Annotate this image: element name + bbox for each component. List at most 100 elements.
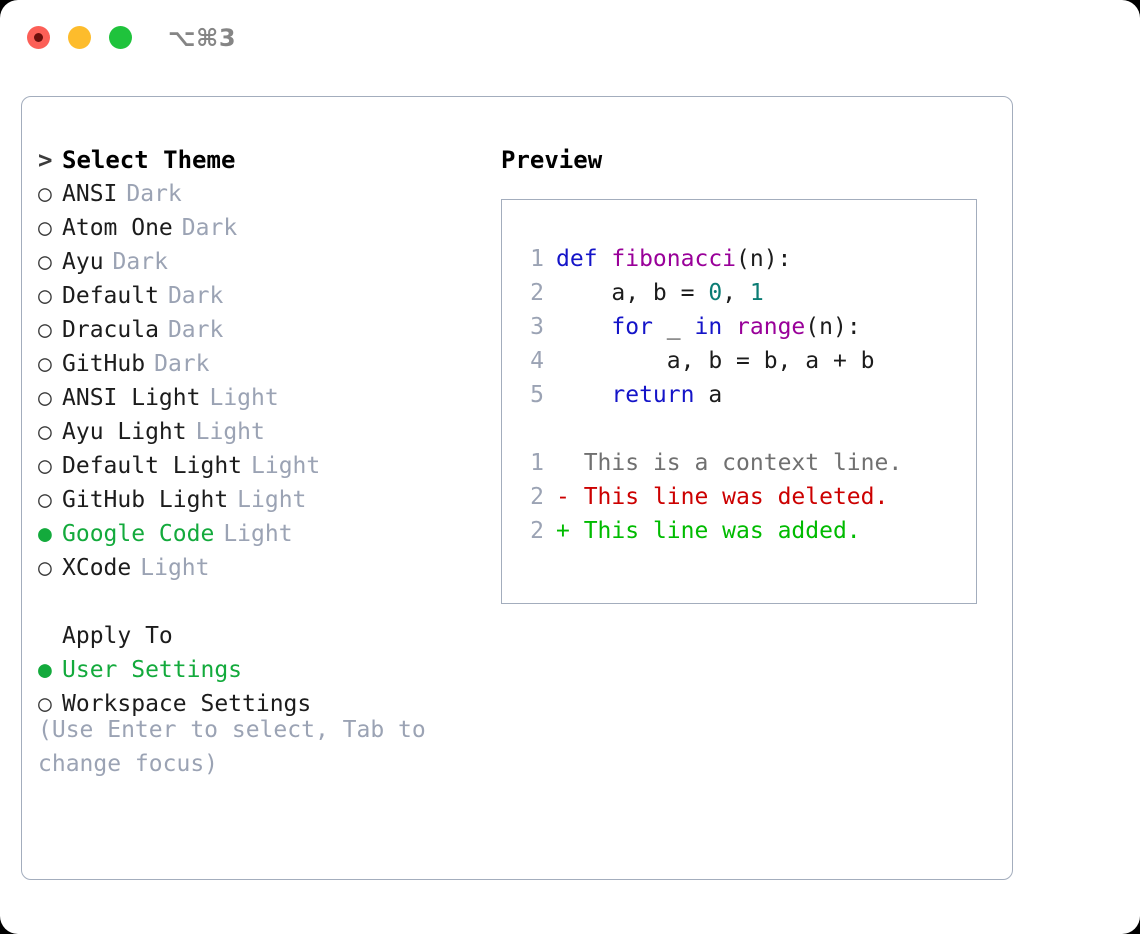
radio-unselected-icon: ○ (38, 351, 52, 377)
theme-item-variant: Light (251, 453, 321, 479)
diff-text: This is a context line. (569, 450, 903, 476)
code-token: for (611, 314, 653, 340)
window-title: ⌥⌘3 (168, 24, 237, 52)
code-line: 5 return a (502, 378, 976, 412)
line-number: 4 (530, 348, 544, 374)
theme-item-variant: Light (140, 555, 210, 581)
code-line: 3 for _ in range(n): (502, 310, 976, 344)
code-token: 1 (749, 280, 764, 306)
diff-marker (556, 450, 570, 476)
diff-line: 2 + This line was added. (502, 514, 976, 548)
theme-list-item[interactable]: ○ Atom One Dark (38, 211, 478, 245)
line-number: 2 (530, 484, 544, 510)
theme-item-variant: Dark (112, 249, 168, 275)
radio-selected-icon: ● (38, 657, 52, 683)
theme-item-variant: Dark (181, 215, 238, 241)
radio-unselected-icon: ○ (38, 453, 52, 479)
close-button[interactable] (27, 26, 50, 49)
radio-unselected-icon: ○ (38, 555, 52, 581)
theme-list-item[interactable]: ○ Dracula Dark (38, 313, 478, 347)
code-token: def (556, 246, 612, 272)
theme-item-variant: Dark (126, 181, 182, 207)
apply-to-option[interactable]: ○ Workspace Settings (38, 687, 478, 721)
radio-selected-icon: ● (38, 521, 52, 547)
theme-item-label: Ayu (62, 249, 104, 275)
apply-to-heading: Apply To (62, 623, 173, 649)
theme-item-label: Dracula (62, 317, 159, 343)
title-bar: ⌥⌘3 (0, 0, 1140, 78)
maximize-button[interactable] (109, 26, 132, 49)
line-number: 2 (530, 518, 544, 544)
diff-line: 1 This is a context line. (502, 446, 976, 480)
apply-to-label: User Settings (62, 657, 243, 683)
theme-item-variant: Dark (154, 351, 210, 377)
line-number: 3 (530, 314, 544, 340)
code-token: range (736, 314, 806, 340)
diff-marker: + (556, 518, 570, 544)
radio-unselected-icon: ○ (38, 283, 52, 309)
preview-title: Preview (501, 146, 603, 174)
radio-unselected-icon: ○ (38, 249, 52, 275)
theme-list-item[interactable]: ○ Ayu Dark (38, 245, 478, 279)
line-number: 1 (530, 450, 544, 476)
diff-block: 1 This is a context line.2- This line wa… (502, 446, 976, 548)
code-token: 0 (708, 280, 723, 306)
diff-text: This line was added. (569, 518, 861, 544)
theme-item-variant: Light (223, 521, 293, 547)
theme-item-label: Default (62, 283, 159, 309)
code-line: 2 a, b = 0, 1 (502, 276, 976, 310)
theme-item-variant: Light (195, 419, 265, 445)
theme-item-label: GitHub (62, 351, 146, 377)
diff-line: 2- This line was deleted. (502, 480, 976, 514)
code-token: a (694, 382, 723, 408)
theme-list-item[interactable]: ○ GitHub Light Light (38, 483, 478, 517)
theme-list-item[interactable]: ○ GitHub Dark (38, 347, 478, 381)
theme-item-variant: Dark (167, 317, 224, 343)
line-number: 1 (530, 246, 544, 272)
theme-list-item[interactable]: ○ Default Dark (38, 279, 478, 313)
radio-unselected-icon: ○ (38, 691, 52, 717)
minimize-button[interactable] (68, 26, 91, 49)
line-number: 2 (530, 280, 544, 306)
code-token: (n): (805, 314, 861, 340)
code-token: , (722, 280, 750, 306)
radio-unselected-icon: ○ (38, 419, 52, 445)
code-token: fibonacci (611, 246, 737, 272)
radio-unselected-icon: ○ (38, 215, 52, 241)
theme-picker-heading: >Select Theme (38, 143, 478, 177)
theme-item-variant: Light (237, 487, 307, 513)
code-token (556, 382, 611, 408)
code-token: _ (652, 314, 695, 340)
radio-unselected-icon: ○ (38, 317, 52, 343)
radio-unselected-icon: ○ (38, 487, 52, 513)
line-number: 5 (530, 382, 544, 408)
theme-list-item[interactable]: ○ Default Light Light (38, 449, 478, 483)
theme-item-label: ANSI Light (62, 385, 201, 411)
code-diff-separator (502, 412, 976, 446)
apply-to-option[interactable]: ● User Settings (38, 653, 478, 687)
code-token: a, b = b, a + b (556, 348, 875, 374)
theme-item-label: Default Light (62, 453, 243, 479)
apply-to-label: Workspace Settings (62, 691, 312, 717)
theme-item-variant: Light (209, 385, 279, 411)
apply-to-list: ● User Settings ○ Workspace Settings (38, 653, 478, 721)
theme-item-label: Atom One (62, 215, 173, 241)
theme-item-label: ANSI (62, 181, 118, 207)
keyboard-hint: (Use Enter to select, Tab to change focu… (38, 717, 426, 777)
theme-item-label: GitHub Light (62, 487, 229, 513)
theme-item-variant: Dark (167, 283, 224, 309)
code-token (722, 314, 736, 340)
heading-caret-icon: > (38, 146, 53, 174)
